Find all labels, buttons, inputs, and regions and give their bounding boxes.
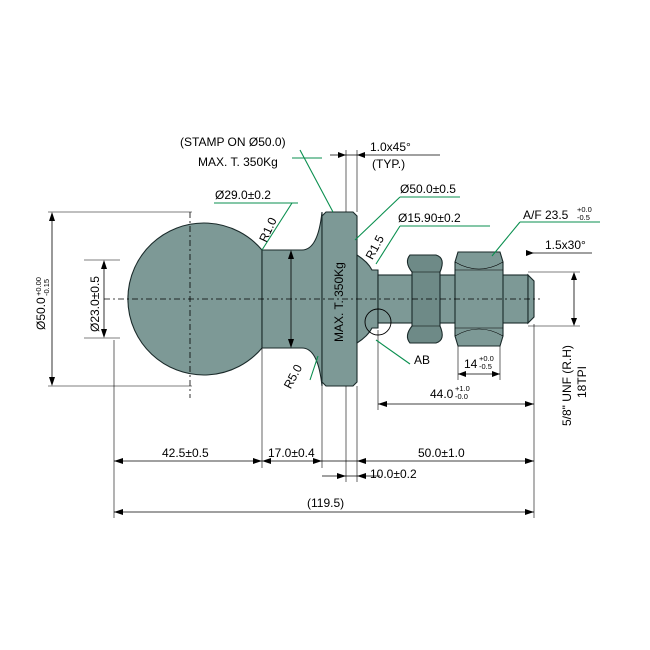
ball-dia-tol-lower: -0.15 [42, 279, 51, 296]
flange [321, 211, 358, 387]
nut-width-tol-upper: +0.0 [479, 354, 494, 363]
ball-dia-label: Ø50.0 [34, 297, 48, 330]
thread-spec-line1: 5/8" UNF (R.H) [560, 345, 574, 426]
af-label: A/F 23.5 [523, 208, 569, 222]
chamfer-label: 1.0x45° [370, 140, 411, 154]
thread-end [527, 273, 535, 325]
ball-dia-tol-upper: +0.00 [34, 277, 43, 296]
r15-label: R1.5 [363, 233, 387, 262]
dia-29-label: Ø29.0±0.2 [215, 188, 271, 202]
r50-label: R5.0 [281, 362, 305, 391]
inner-dia-label: Ø23.0±0.5 [88, 276, 102, 332]
len-ball-label: 42.5±0.5 [162, 446, 209, 460]
thread-length-label: 44.0 [430, 387, 454, 401]
stamp-note-1: (STAMP ON Ø50.0) [180, 135, 286, 149]
len-flange-label: 10.0±0.2 [370, 467, 417, 481]
leader-lines [214, 149, 600, 381]
thread-chamfer-label: 1.5x30° [545, 238, 586, 252]
detail-circle-ab [364, 308, 392, 336]
hex-nut [454, 251, 504, 347]
af-tol-upper: +0.0 [577, 205, 592, 214]
len-total-label: (119.5) [307, 496, 344, 510]
collar [356, 253, 379, 345]
thread-length-tol-lower: -0.0 [455, 392, 468, 401]
chamfer-typ-label: (TYP.) [372, 157, 405, 171]
dimension-lines [49, 152, 592, 515]
nut-width-tol-lower: -0.5 [479, 362, 492, 371]
thread-spec-line2: 18TPI [575, 366, 589, 398]
dia-15-label: Ø15.90±0.2 [398, 211, 461, 225]
len-neck-label: 17.0±0.4 [268, 446, 315, 460]
thread-length-tol-upper: +1.0 [455, 384, 470, 393]
annotations: (STAMP ON Ø50.0) MAX. T. 350Kg 1.0x45° (… [34, 135, 592, 510]
detail-ab-label: AB [414, 353, 430, 367]
extension-lines [48, 150, 580, 518]
af-tol-lower: -0.5 [577, 213, 590, 222]
stamp-on-flange: MAX. T. 350Kg [332, 262, 346, 342]
dia-50-flange-label: Ø50.0±0.5 [400, 182, 456, 196]
stamp-note-2: MAX. T. 350Kg [198, 155, 278, 169]
r10-label: R1.0 [256, 215, 280, 244]
nut-width-label: 14 [464, 357, 478, 371]
spring-washer [406, 254, 443, 344]
len-shank-label: 50.0±1.0 [418, 446, 465, 460]
ball [127, 222, 263, 376]
